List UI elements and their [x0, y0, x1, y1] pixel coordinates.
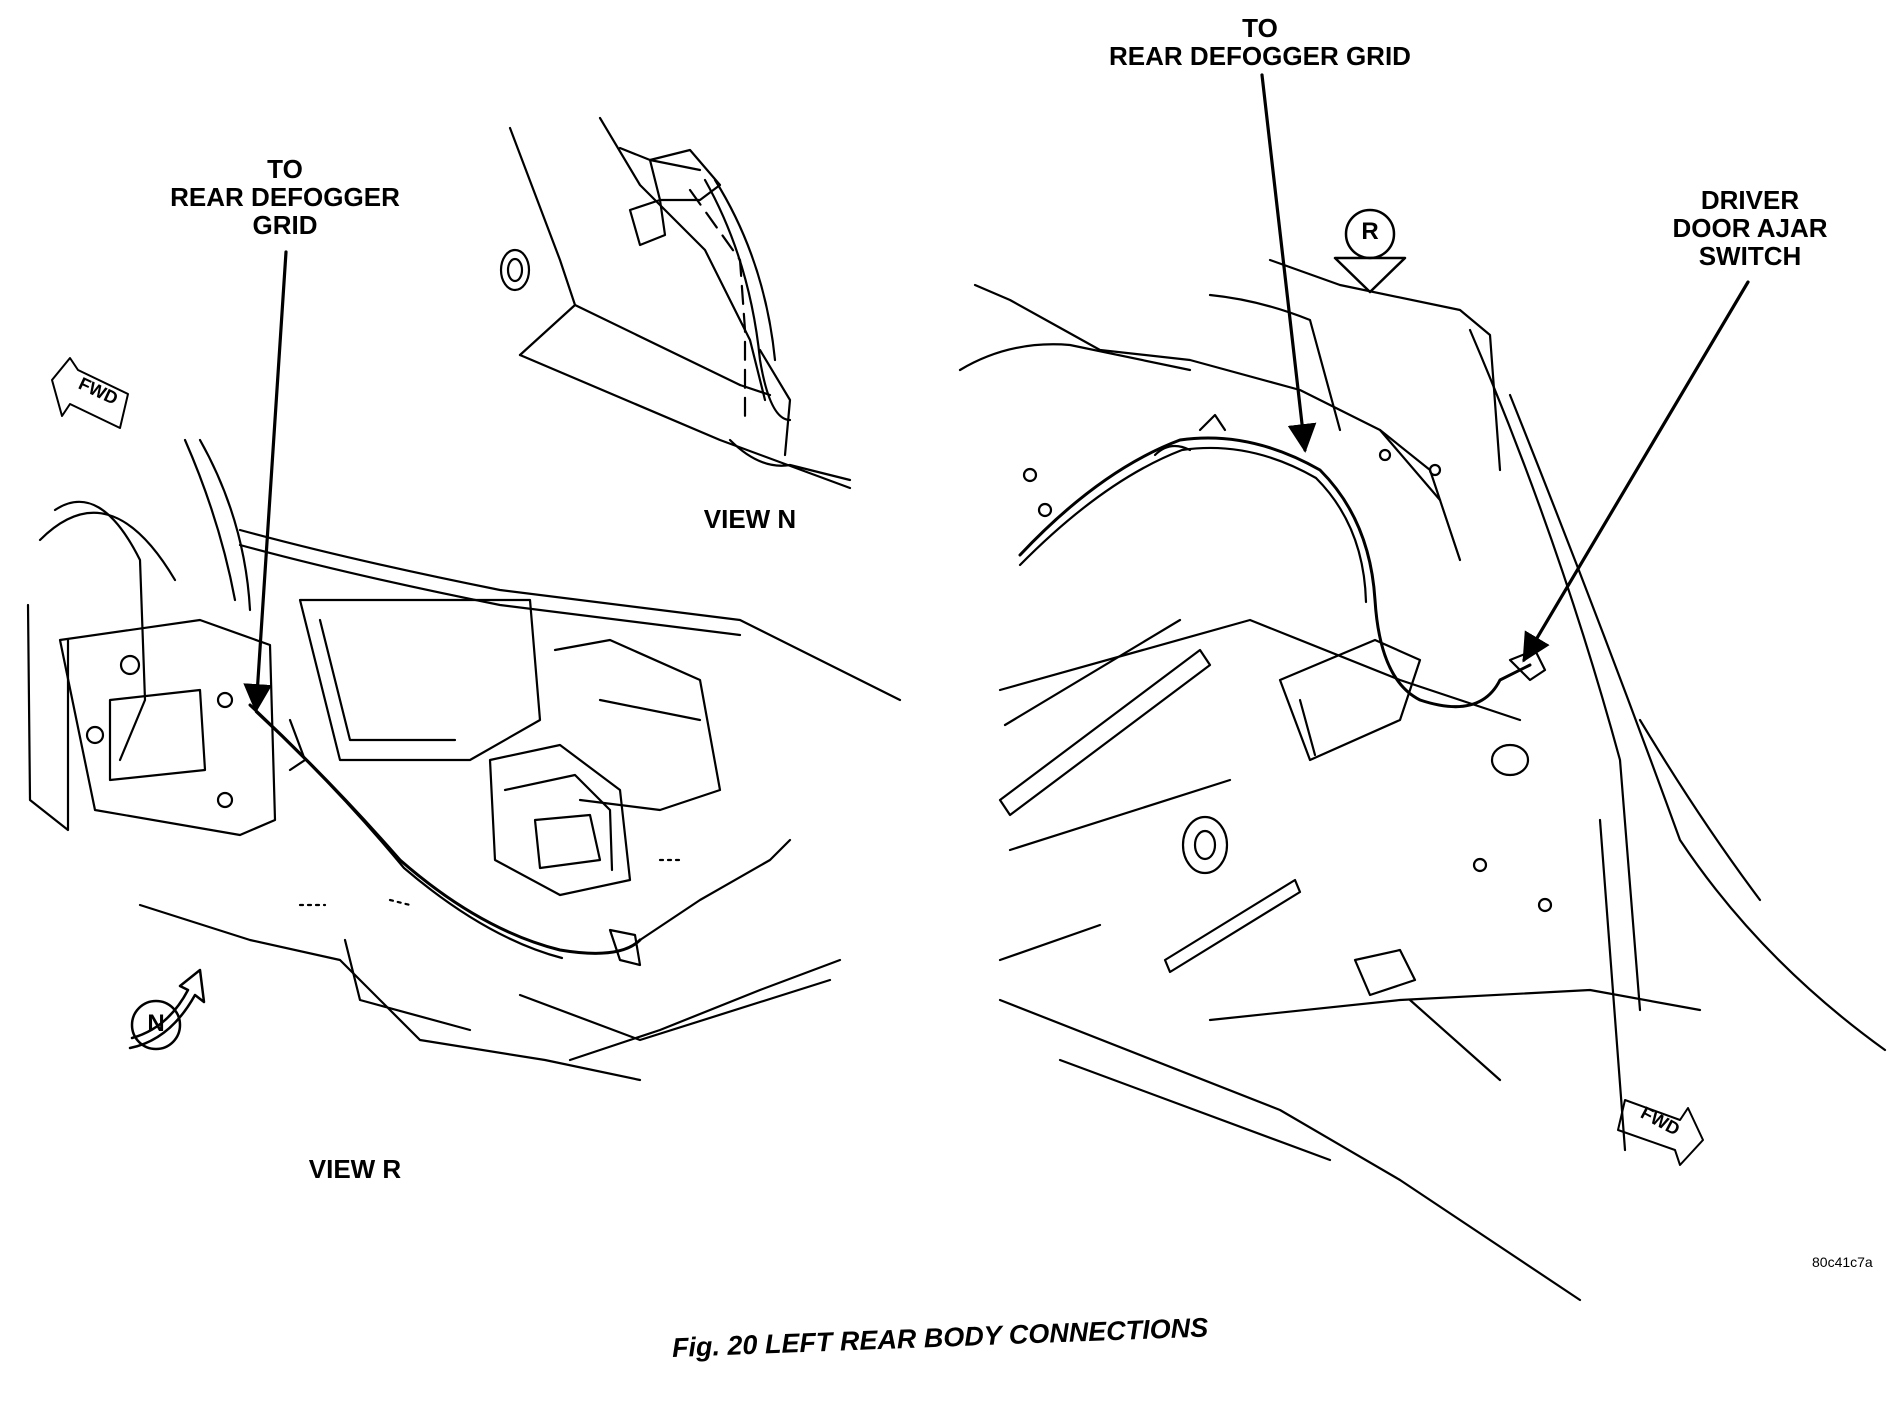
callout-n-group — [128, 968, 206, 1051]
callout-r-group — [1333, 208, 1407, 294]
callout-n-letter: N — [147, 1010, 165, 1037]
view-n-detail — [499, 116, 852, 490]
leader-door-ajar-switch — [1522, 280, 1750, 663]
leader-defogger-left — [243, 250, 288, 713]
callout-r-letter: R — [1361, 218, 1379, 245]
fwd-arrow-right — [1617, 1099, 1704, 1166]
label-to-rear-defogger-grid-right: TO REAR DEFOGGER GRID — [1109, 13, 1411, 72]
label-to-rear-defogger-grid-left: TO REAR DEFOGGER GRID — [170, 154, 400, 241]
label-view-r: VIEW R — [308, 1154, 402, 1184]
label-view-n: VIEW N — [703, 504, 797, 534]
body-right-assembly — [958, 258, 1887, 1302]
label-driver-door-ajar-switch: DRIVER DOOR AJAR SWITCH — [1672, 185, 1828, 272]
leader-defogger-right — [1260, 73, 1317, 453]
leader-arrows — [243, 73, 1750, 713]
fwd-arrow-left — [51, 357, 129, 429]
view-r-assembly — [26, 438, 902, 1082]
figure-ref-code: 80c41c7a — [1812, 1254, 1873, 1270]
